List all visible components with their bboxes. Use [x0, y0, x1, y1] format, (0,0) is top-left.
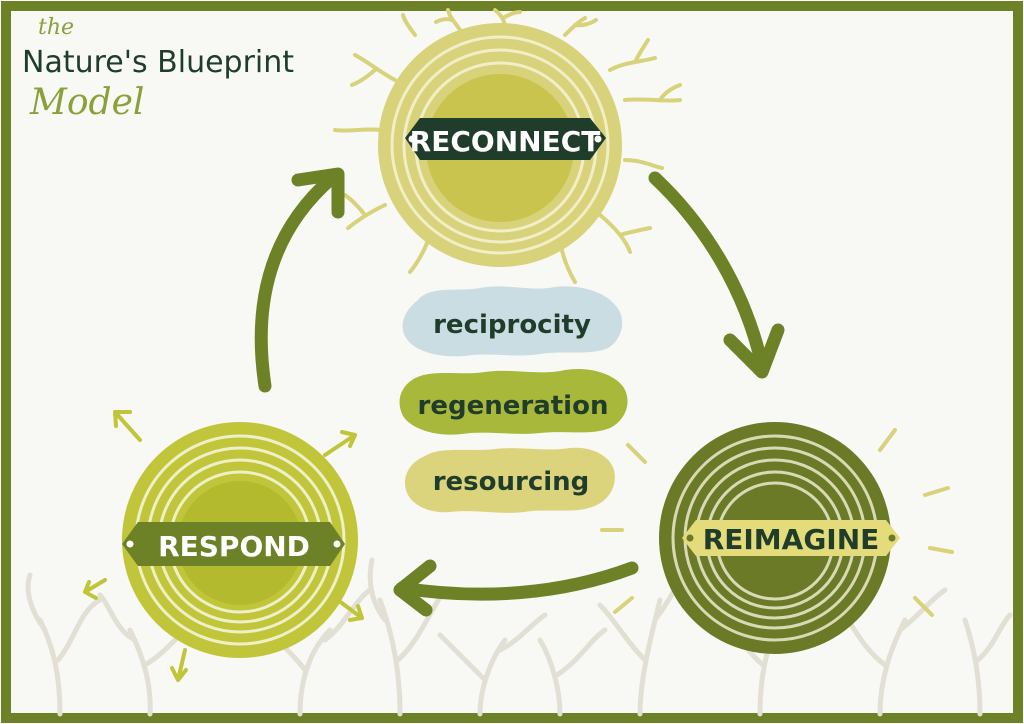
- reimagine-label: REIMAGINE: [703, 523, 880, 556]
- title-prefix: the: [38, 15, 74, 40]
- arrow-respond-to-reconnect: [254, 167, 345, 393]
- arrow-reconnect-to-reimagine: [648, 171, 785, 379]
- glow-dashes: [600, 428, 954, 617]
- principle-resourcing: resourcing: [404, 447, 615, 513]
- principle-reciprocity: reciprocity: [402, 286, 623, 357]
- principles: reciprocity regeneration resourcing: [399, 286, 628, 513]
- diagram-title: the Nature's Blueprint Model: [22, 15, 294, 123]
- principle-label: regeneration: [418, 391, 609, 421]
- respond-label: RESPOND: [158, 530, 310, 563]
- reconnect-node: RECONNECT: [333, 8, 682, 284]
- principle-label: resourcing: [433, 467, 590, 497]
- respond-node: RESPOND: [83, 410, 364, 682]
- title-suffix: Model: [29, 82, 144, 123]
- reimagine-node: REIMAGINE: [600, 422, 954, 654]
- reconnect-label-banner: [405, 118, 606, 160]
- respond-label-banner: [122, 522, 345, 566]
- title-main: Nature's Blueprint: [22, 45, 294, 80]
- cycle-arrows: [254, 167, 785, 617]
- reimagine-label-banner: [682, 520, 900, 556]
- principle-label: reciprocity: [433, 310, 591, 340]
- arrow-reimagine-to-respond: [393, 559, 639, 617]
- reconnect-label: RECONNECT: [410, 125, 601, 158]
- principle-regeneration: regeneration: [399, 368, 628, 435]
